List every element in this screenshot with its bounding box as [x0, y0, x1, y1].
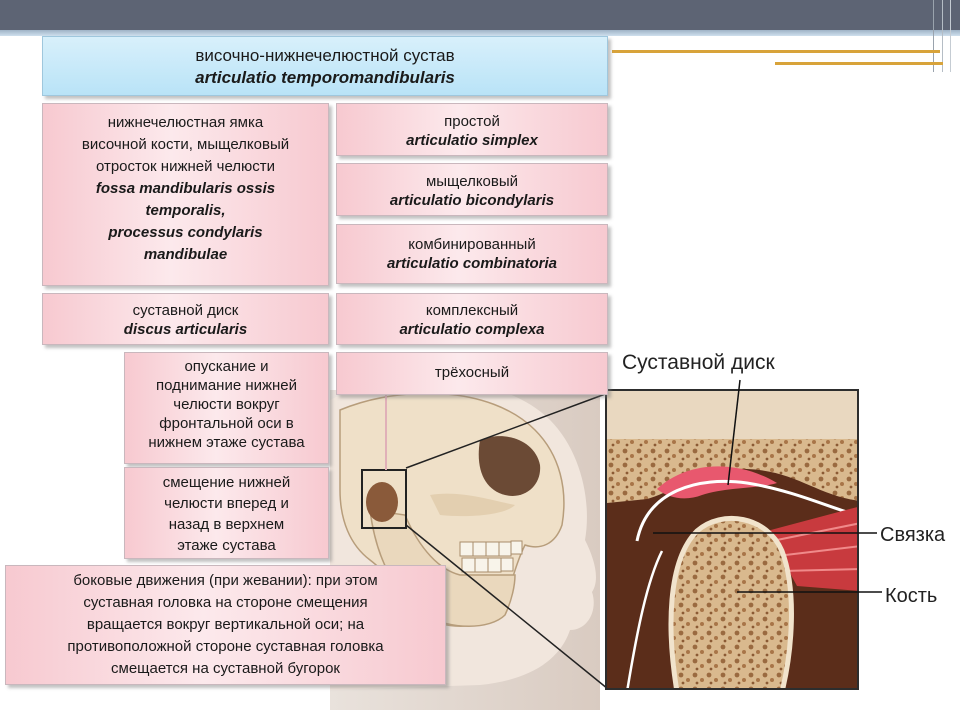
- class-2-lat: articulatio combinatoria: [386, 255, 558, 272]
- mov-lat-5: смещается на суставной бугорок: [111, 660, 340, 677]
- mov-lower-5: нижнем этаже сустава: [148, 434, 305, 451]
- movement-upper-floor-box: смещение нижней челюсти вперед и назад в…: [124, 467, 329, 559]
- classification-complex-box: комплексный articulatio complexa: [336, 293, 608, 345]
- surfaces-lat-4: mandibulae: [143, 246, 228, 263]
- mov-lower-2: поднимание нижней: [155, 377, 298, 394]
- articular-disc-box: суставной диск discus articularis: [42, 293, 329, 345]
- class-3-lat: articulatio complexa: [399, 321, 545, 338]
- top-accent-line: [0, 30, 960, 36]
- mov-lat-1: боковые движения (при жевании): при этом: [73, 572, 378, 589]
- class-0-ru: простой: [444, 113, 500, 130]
- title-ru: височно-нижнечелюстной сустав: [195, 46, 455, 65]
- mov-upper-2: челюсти вперед и: [164, 495, 289, 512]
- classification-bicondylar-box: мыщелковый articulatio bicondylaris: [336, 163, 608, 216]
- mov-lower-4: фронтальной оси в: [159, 415, 294, 432]
- top-bar: [0, 0, 960, 30]
- joint-title-box: височно-нижнечелюстной сустав articulati…: [42, 36, 608, 96]
- class-2-ru: комбинированный: [408, 236, 536, 253]
- corner-decoration: [933, 0, 960, 72]
- mov-upper-4: этаже сустава: [177, 537, 276, 554]
- gold-rule-1: [612, 50, 940, 53]
- surfaces-line-1: нижнечелюстная ямка: [107, 114, 264, 131]
- mov-lower-1: опускание и: [184, 358, 269, 375]
- class-1-ru: мыщелковый: [425, 173, 519, 190]
- axes-ru: трёхосный: [434, 364, 510, 381]
- surfaces-lat-1: fossa mandibularis ossis: [95, 180, 276, 197]
- gold-rule-2: [775, 62, 943, 65]
- disc-lat: discus articularis: [123, 321, 248, 338]
- mov-upper-3: назад в верхнем: [168, 516, 285, 533]
- title-lat: articulatio temporomandibularis: [195, 68, 455, 87]
- surfaces-lat-2: temporalis,: [145, 202, 226, 219]
- joint-cross-section-image: [605, 389, 859, 690]
- disc-ru: суставной диск: [132, 302, 239, 319]
- movement-lower-floor-box: опускание и поднимание нижней челюсти во…: [124, 352, 329, 464]
- class-0-lat: articulatio simplex: [406, 132, 538, 149]
- movement-lateral-box: боковые движения (при жевании): при этом…: [5, 565, 446, 685]
- class-3-ru: комплексный: [425, 302, 519, 319]
- label-bone: Кость: [885, 585, 938, 607]
- label-ligament: Связка: [880, 524, 946, 546]
- surfaces-lat-3: processus condylaris: [108, 224, 263, 241]
- mov-lat-4: противоположной стороне суставная головк…: [67, 638, 384, 655]
- label-articular-disc: Суставной диск: [622, 351, 775, 374]
- surfaces-line-3: отросток нижней челюсти: [95, 158, 276, 175]
- class-1-lat: articulatio bicondylaris: [389, 192, 555, 209]
- mov-lat-2: суставная головка на стороне смещения: [83, 594, 368, 611]
- articular-surfaces-box: нижнечелюстная ямка височной кости, мыще…: [42, 103, 329, 286]
- triaxial-box: трёхосный: [336, 352, 608, 395]
- mov-lat-3: вращается вокруг вертикальной оси; на: [86, 616, 365, 633]
- classification-combined-box: комбинированный articulatio combinatoria: [336, 224, 608, 284]
- mov-lower-3: челюсти вокруг: [173, 396, 280, 413]
- classification-simple-box: простой articulatio simplex: [336, 103, 608, 156]
- surfaces-line-2: височной кости, мыщелковый: [81, 136, 290, 153]
- mov-upper-1: смещение нижней: [162, 474, 291, 491]
